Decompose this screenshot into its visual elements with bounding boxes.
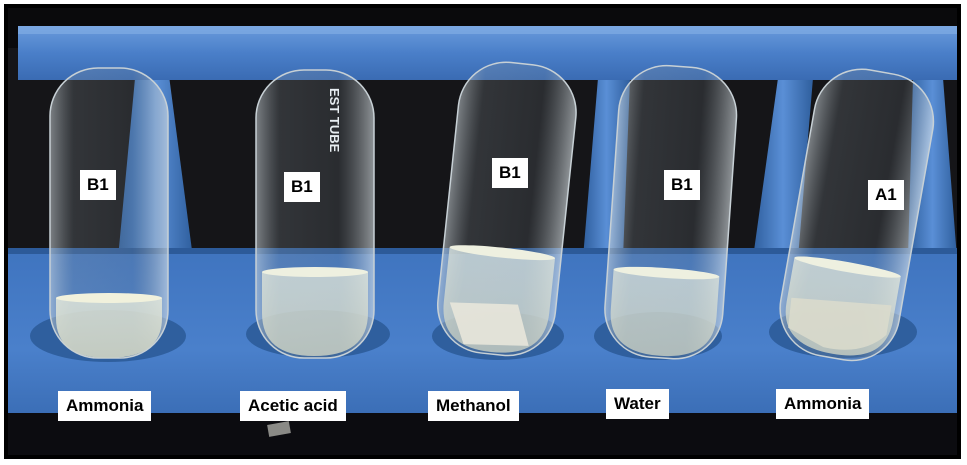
tube-print-text: EST TUBE: [327, 88, 342, 153]
photo-frame: EST TUBE B1 B1 B1 B1 A1 Ammonia Aceti: [4, 4, 961, 459]
tube-1-solvent-label: Ammonia: [58, 391, 152, 421]
tube-3-sample-label: B1: [492, 158, 528, 188]
tube-3-solvent-label: Methanol: [428, 391, 519, 421]
tube-4-sample-label: B1: [664, 170, 700, 200]
tube-1-sample-label: B1: [80, 170, 116, 200]
tube-2-solvent-label: Acetic acid: [240, 391, 346, 421]
tube-5-solvent-label: Ammonia: [776, 389, 870, 419]
tube-5-sample-label: A1: [868, 180, 904, 210]
tube-4-solvent-label: Water: [606, 389, 669, 419]
tube-2-sample-label: B1: [284, 172, 320, 202]
test-tube-rack-photo: EST TUBE: [8, 8, 957, 455]
